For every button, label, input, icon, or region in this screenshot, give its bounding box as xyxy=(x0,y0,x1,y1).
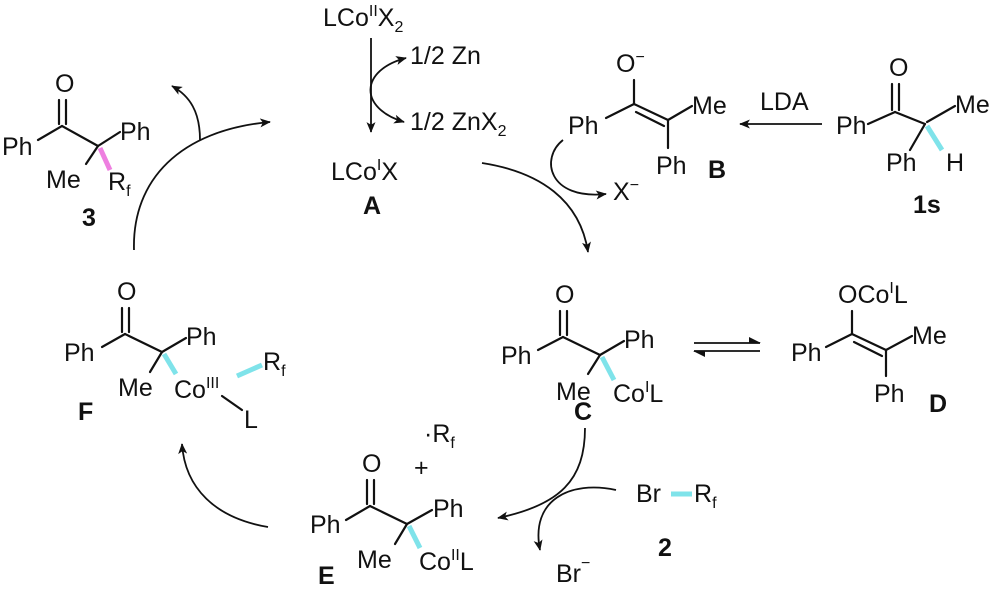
rf-radical: ·Rf xyxy=(424,420,455,452)
svg-text:O−: O− xyxy=(616,49,645,78)
svg-text:H: H xyxy=(946,149,964,177)
product-3-structure: O Ph Ph Me Rf 3 xyxy=(2,70,151,232)
svg-text:OCoIL: OCoIL xyxy=(838,280,908,309)
cobalt-i-enolate-c-structure: O Ph Ph Me CoIL C xyxy=(501,281,663,426)
compound-id-b: B xyxy=(708,156,726,184)
svg-text:Ph: Ph xyxy=(624,326,655,354)
svg-text:Ph: Ph xyxy=(310,511,341,539)
cycle-arrow-a-to-c xyxy=(481,162,591,253)
svg-text:Ph: Ph xyxy=(886,149,917,177)
svg-text:Rf: Rf xyxy=(108,168,131,200)
svg-text:Ph: Ph xyxy=(2,133,33,161)
svg-text:Ph: Ph xyxy=(186,323,217,351)
compound-id-d: D xyxy=(929,390,947,418)
svg-text:O: O xyxy=(362,450,381,478)
svg-text:Ph: Ph xyxy=(568,112,599,140)
svg-text:Ph: Ph xyxy=(120,118,151,146)
svg-text:Ph: Ph xyxy=(836,112,867,140)
zinc-curved-arrow xyxy=(369,56,407,124)
bromide-release-arrow xyxy=(533,486,617,551)
compound-id-1s: 1s xyxy=(913,191,941,219)
svg-text:Rf: Rf xyxy=(263,348,286,380)
x-minus-label: X− xyxy=(613,177,639,206)
compound-id-2: 2 xyxy=(658,534,672,562)
svg-text:Br: Br xyxy=(636,480,661,508)
cycle-arrow-e-to-f xyxy=(178,443,269,528)
cobalt-enolate-d-structure: OCoIL Ph Me Ph D xyxy=(791,280,947,418)
precatalyst-label: LCoIIX2 xyxy=(323,3,403,36)
svg-text:Me: Me xyxy=(46,166,81,194)
cycle-arrow-c-to-e xyxy=(497,427,586,521)
svg-text:Me: Me xyxy=(357,546,392,574)
svg-text:Ph: Ph xyxy=(64,339,95,367)
svg-text:Rf: Rf xyxy=(694,480,717,512)
svg-text:O: O xyxy=(889,54,908,82)
svg-text:LCoIIX2: LCoIIX2 xyxy=(323,3,403,36)
reagent-2-structure: Br Rf 2 xyxy=(636,480,717,562)
svg-text:Me: Me xyxy=(692,92,727,120)
svg-text:Me: Me xyxy=(118,374,153,402)
enolate-b-structure: O− Ph Me Ph B xyxy=(568,49,727,184)
svg-text:Ph: Ph xyxy=(501,342,532,370)
compound-id-a: A xyxy=(363,192,381,220)
znx2-label: 1/2 ZnX2 xyxy=(410,108,507,140)
cycle-arrow-f-to-a xyxy=(133,118,271,251)
product-release-arrow xyxy=(171,85,201,141)
svg-text:Ph: Ph xyxy=(433,495,464,523)
lda-label: LDA xyxy=(760,88,809,116)
svg-text:O: O xyxy=(117,278,136,306)
svg-text:O: O xyxy=(555,281,574,309)
svg-text:Ph: Ph xyxy=(791,339,822,367)
svg-text:CoIIL: CoIIL xyxy=(419,547,474,576)
compound-id-c: C xyxy=(574,398,592,426)
compound-id-3: 3 xyxy=(82,204,96,232)
compound-id-f: F xyxy=(78,398,93,426)
svg-text:Me: Me xyxy=(955,91,990,119)
svg-text:O: O xyxy=(55,70,74,98)
compound-id-e: E xyxy=(318,562,335,586)
svg-text:Me: Me xyxy=(912,322,947,350)
bromide-label: Br− xyxy=(556,555,590,586)
cobalt-ii-species-e-structure: O Ph Ph Me CoIIL E xyxy=(310,450,474,590)
svg-text:CoIII: CoIII xyxy=(174,375,219,404)
zinc-label: 1/2 Zn xyxy=(410,42,481,70)
svg-text:L: L xyxy=(244,406,258,434)
svg-text:Me: Me xyxy=(556,378,591,406)
svg-text:Ph: Ph xyxy=(656,152,687,180)
x-minus-release-arrow xyxy=(550,139,607,200)
cobalt-i-species-formula: LCoIX xyxy=(331,157,398,186)
svg-text:Ph: Ph xyxy=(874,380,905,408)
cobalt-iii-species-f-structure: O Ph Ph Me CoIII Rf L F xyxy=(64,278,286,434)
svg-text:CoIL: CoIL xyxy=(613,379,663,408)
equilibrium-arrows xyxy=(693,337,761,357)
plus-sign: + xyxy=(414,454,429,482)
ketone-1s-structure: O Ph Me Ph H 1s xyxy=(836,54,990,219)
